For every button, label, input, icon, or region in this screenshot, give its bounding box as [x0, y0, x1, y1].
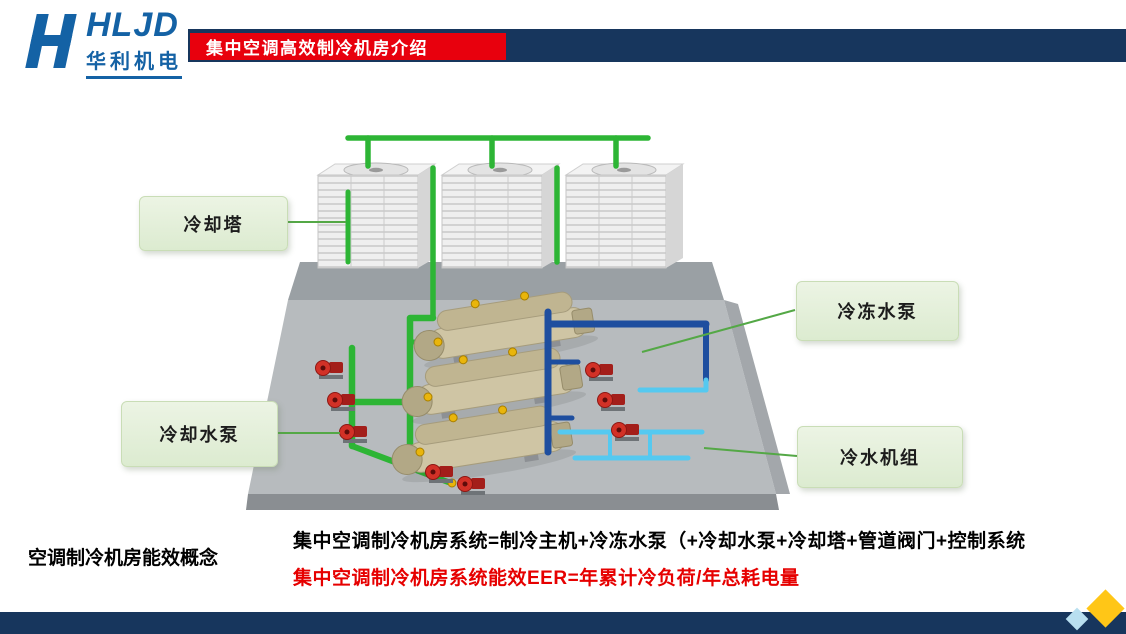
system-formula-text: 集中空调制冷机房系统=制冷主机+冷冻水泵（+冷却水泵+冷却塔+管道阀门+控制系统	[293, 531, 1026, 552]
cooling-tower-unit-1	[316, 162, 437, 269]
chilled-water-pipes	[544, 308, 710, 461]
company-logo: HLJD 华利机电	[0, 0, 188, 86]
title-ribbon: 集中空调高效制冷机房介绍	[190, 33, 506, 60]
logo-acronym: HLJD	[86, 6, 179, 44]
label-chilled-water-pump-text: 冷冻水泵	[837, 302, 918, 322]
plant-room-illustration	[246, 135, 798, 510]
cooling-tower-unit-2	[440, 162, 561, 269]
logo-company-name: 华利机电	[86, 45, 182, 79]
footer-bar	[0, 612, 1126, 634]
page-title: 集中空调高效制冷机房介绍	[206, 39, 428, 58]
pipe-valves	[415, 337, 457, 488]
cooling-water-pumps-illustration	[315, 360, 485, 495]
eer-formula-text: 集中空调制冷机房系统能效EER=年累计冷负荷/年总耗电量	[293, 568, 800, 589]
logo-text: HLJD 华利机电	[86, 6, 182, 79]
label-cooling-tower: 冷却塔	[139, 196, 288, 251]
chilled-water-pumps-illustration	[585, 362, 639, 441]
label-cooling-water-pump-text: 冷却水泵	[159, 425, 240, 445]
label-chiller-unit: 冷水机组	[797, 426, 963, 488]
label-chilled-water-pump: 冷冻水泵	[796, 281, 959, 341]
label-chiller-unit-text: 冷水机组	[840, 448, 920, 468]
hljd-logo-icon	[25, 14, 77, 68]
label-cooling-water-pump: 冷却水泵	[121, 401, 278, 467]
concept-heading: 空调制冷机房能效概念	[28, 548, 219, 569]
callout-lines	[276, 221, 798, 457]
cooling-tower-unit-3	[564, 162, 685, 269]
label-cooling-tower-text: 冷却塔	[183, 214, 244, 235]
